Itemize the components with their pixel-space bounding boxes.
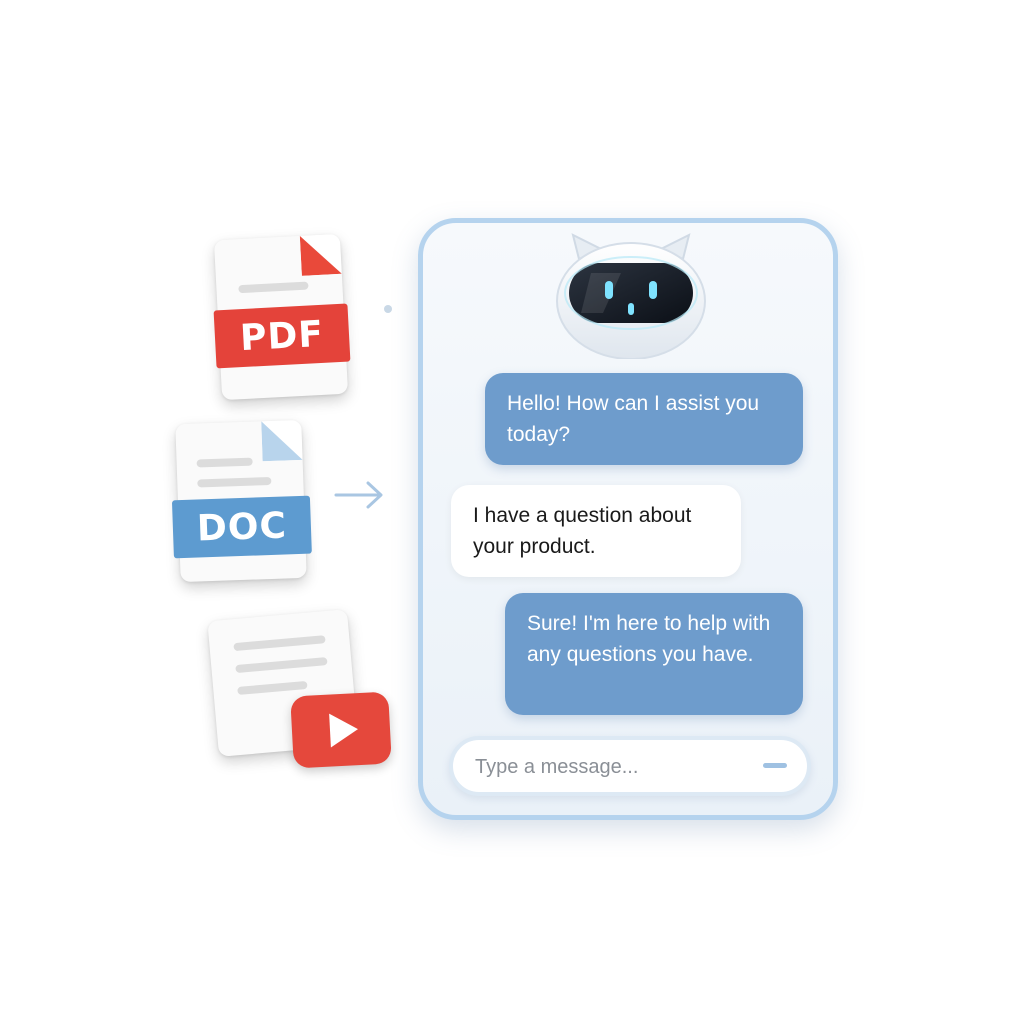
text-line (233, 635, 326, 652)
robot-icon (556, 233, 706, 359)
doc-document-icon: DOC (171, 419, 312, 583)
pdf-document-icon: PDF (213, 233, 351, 401)
play-icon (290, 691, 392, 769)
send-icon[interactable] (763, 763, 787, 768)
doc-label: DOC (171, 495, 312, 559)
text-line (196, 457, 253, 468)
decorative-dot (384, 305, 392, 313)
bot-message: Hello! How can I assist you today? (485, 373, 803, 465)
chat-window: Hello! How can I assist you today? I hav… (418, 218, 838, 820)
play-triangle (329, 712, 359, 748)
text-line (238, 281, 309, 294)
message-input[interactable] (473, 750, 747, 784)
page-fold (299, 233, 342, 276)
text-line (197, 476, 272, 488)
user-message: I have a question about your product. (451, 485, 741, 577)
message-input-bar (449, 736, 811, 796)
bot-message: Sure! I'm here to help with any question… (505, 593, 803, 715)
arrow-right-icon (334, 481, 383, 509)
text-line (237, 680, 308, 695)
text-line (235, 657, 328, 674)
page-fold (261, 419, 303, 462)
pdf-label: PDF (213, 303, 351, 369)
